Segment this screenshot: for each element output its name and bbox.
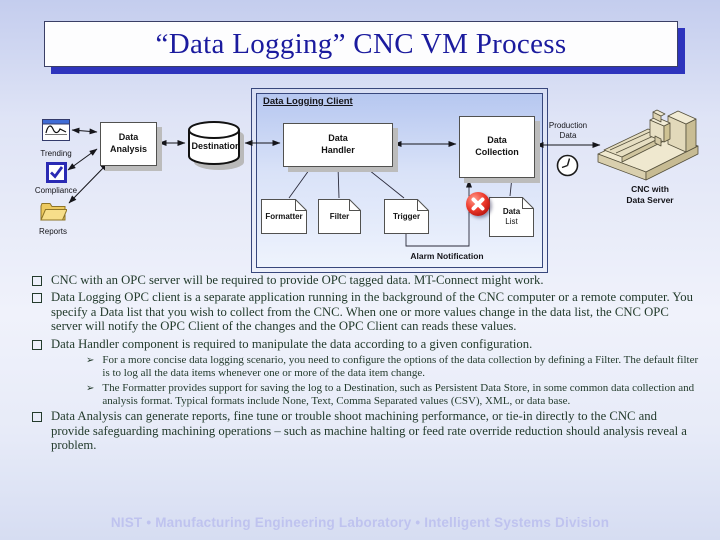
data-collection-node: Data Collection [459,116,535,178]
trending-chart-icon [42,119,70,141]
arrow-bullet-icon: ➢ [86,355,95,367]
arrow-bullet-icon: ➢ [86,382,95,394]
data-collection-label: Data Collection [475,135,519,157]
formatter-node: Formatter [261,199,307,234]
data-analysis-label: Data Analysis [109,132,148,154]
alarm-notification-label: Alarm Notification [410,251,484,261]
data-list-node: Data List [489,197,534,237]
formatter-label: Formatter [265,211,303,221]
clock-icon [556,154,579,177]
slide-title-box: “Data Logging” CNC VM Process [44,21,678,67]
page-title: “Data Logging” CNC VM Process [155,27,567,60]
bullet-item: Data Logging OPC client is a separate ap… [30,290,708,333]
bullet-item: CNC with an OPC server will be required … [30,273,708,287]
trigger-node: Trigger [384,199,429,234]
trending-label: Trending [40,149,72,158]
bullet-item: Data Analysis can generate reports, fine… [30,409,708,452]
filter-label: Filter [329,211,350,221]
body-text: CNC with an OPC server will be required … [30,273,708,456]
square-bullet-icon [32,276,42,286]
data-list-label: Data List [502,207,521,226]
data-analysis-node: Data Analysis [100,122,157,166]
data-logging-client-title: Data Logging Client [263,96,353,107]
sub-bullet-item: ➢ For a more concise data logging scenar… [86,354,699,380]
square-bullet-icon [32,339,42,350]
square-bullet-icon [32,293,42,304]
slide-footer: NIST • Manufacturing Engineering Laborat… [110,515,610,530]
sub-bullet-item: ➢ The Formatter provides support for sav… [86,381,695,407]
bullet-item: Data Handler component is required to ma… [30,337,708,351]
destination-database-cylinder: Destination [186,119,246,171]
data-handler-node: Data Handler [283,123,393,167]
reports-folder-icon [39,199,68,223]
production-data-label: Production Data [548,121,588,141]
data-handler-label: Data Handler [321,133,355,155]
square-bullet-icon [32,412,42,423]
compliance-label: Compliance [34,186,78,195]
destination-label: Destination [191,141,241,151]
cnc-label: CNC with Data Server [626,184,674,206]
data-logging-client-frame-outer [251,88,548,273]
filter-node: Filter [318,199,361,234]
reports-label: Reports [38,227,67,236]
compliance-check-icon [46,162,67,183]
trigger-label: Trigger [392,211,421,221]
alarm-error-icon [466,192,490,216]
cnc-machine-illustration [592,98,704,182]
